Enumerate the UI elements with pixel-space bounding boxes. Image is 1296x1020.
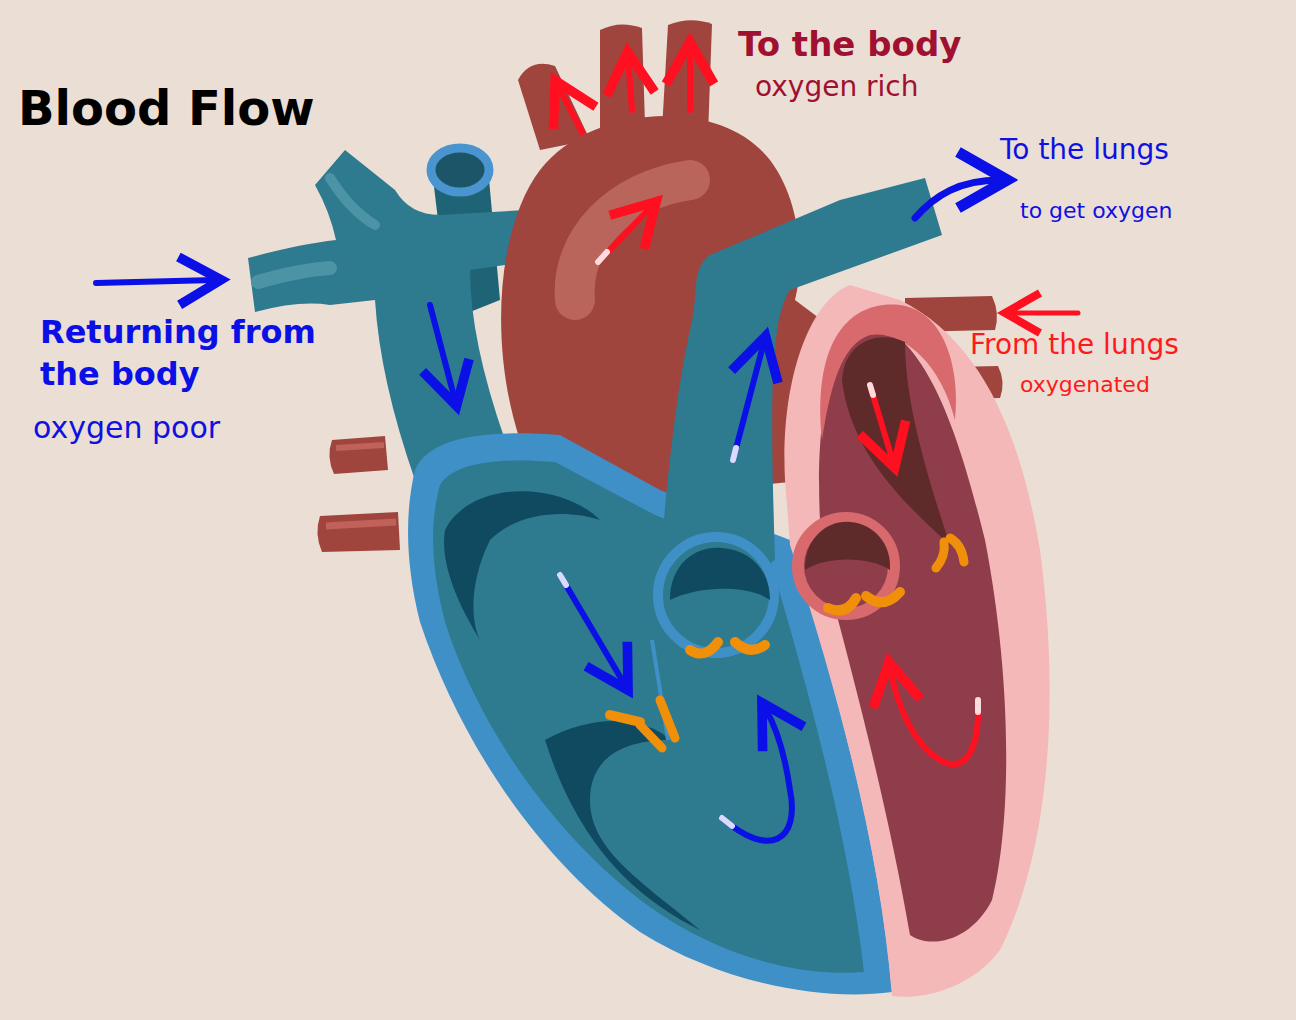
label-arrow — [96, 280, 215, 283]
vessel-stub — [329, 436, 388, 474]
vessel-highlight — [336, 445, 384, 448]
flow-arrow — [430, 305, 455, 400]
valve — [866, 592, 900, 602]
arrow-tail — [733, 448, 736, 460]
flow-arrow — [598, 206, 652, 262]
arrow-tail — [722, 818, 732, 826]
aorta-branch — [600, 24, 645, 130]
left-heart-chamber — [819, 320, 1006, 942]
flow-arrow — [558, 86, 582, 132]
arrow-tail — [598, 252, 607, 262]
flow-label: To the body — [738, 24, 961, 65]
vessel-highlight — [326, 522, 396, 526]
valve — [936, 542, 944, 568]
flow-note: oxygen poor — [33, 410, 220, 446]
flow-arrow — [733, 342, 764, 460]
valve-shade — [670, 548, 770, 600]
chamber-shade — [545, 721, 700, 930]
vessel-opening — [431, 148, 489, 192]
aorta-branch — [518, 64, 590, 150]
pulmonary-valve-ring — [658, 537, 774, 653]
valve — [735, 642, 765, 650]
flow-arrow — [870, 385, 893, 462]
vessel-highlight — [258, 268, 330, 282]
valve — [828, 598, 856, 610]
flow-arrow — [722, 708, 792, 841]
label-arrow — [1010, 311, 1078, 316]
arrow-tail — [560, 575, 566, 585]
flow-label: Returning from the body — [40, 312, 380, 395]
label-arrow — [915, 180, 1000, 218]
valve — [660, 700, 675, 738]
flow-label: To the lungs — [1000, 133, 1169, 167]
flow-arrow — [628, 58, 632, 110]
valve — [610, 715, 640, 722]
diagram-title: Blood Flow — [18, 80, 315, 138]
flow-arrow — [687, 48, 693, 110]
flow-note: to get oxygen — [1020, 198, 1172, 224]
chamber-shade — [444, 491, 600, 640]
vessel-stub — [317, 512, 400, 552]
flow-arrow — [890, 668, 978, 764]
flow-arrow — [560, 575, 625, 685]
valve-shade — [805, 522, 890, 570]
valve — [950, 538, 964, 562]
valve — [690, 642, 718, 654]
valve — [640, 725, 662, 748]
flow-note: oxygenated — [1020, 372, 1150, 398]
flow-label: From the lungs — [970, 328, 1179, 362]
arrow-tail — [870, 385, 873, 395]
arrow-tail — [975, 700, 981, 712]
vessel-highlight — [330, 178, 375, 225]
aorta-highlight — [575, 180, 690, 300]
flow-note: oxygen rich — [755, 70, 919, 104]
left-heart-wall — [784, 285, 1049, 997]
